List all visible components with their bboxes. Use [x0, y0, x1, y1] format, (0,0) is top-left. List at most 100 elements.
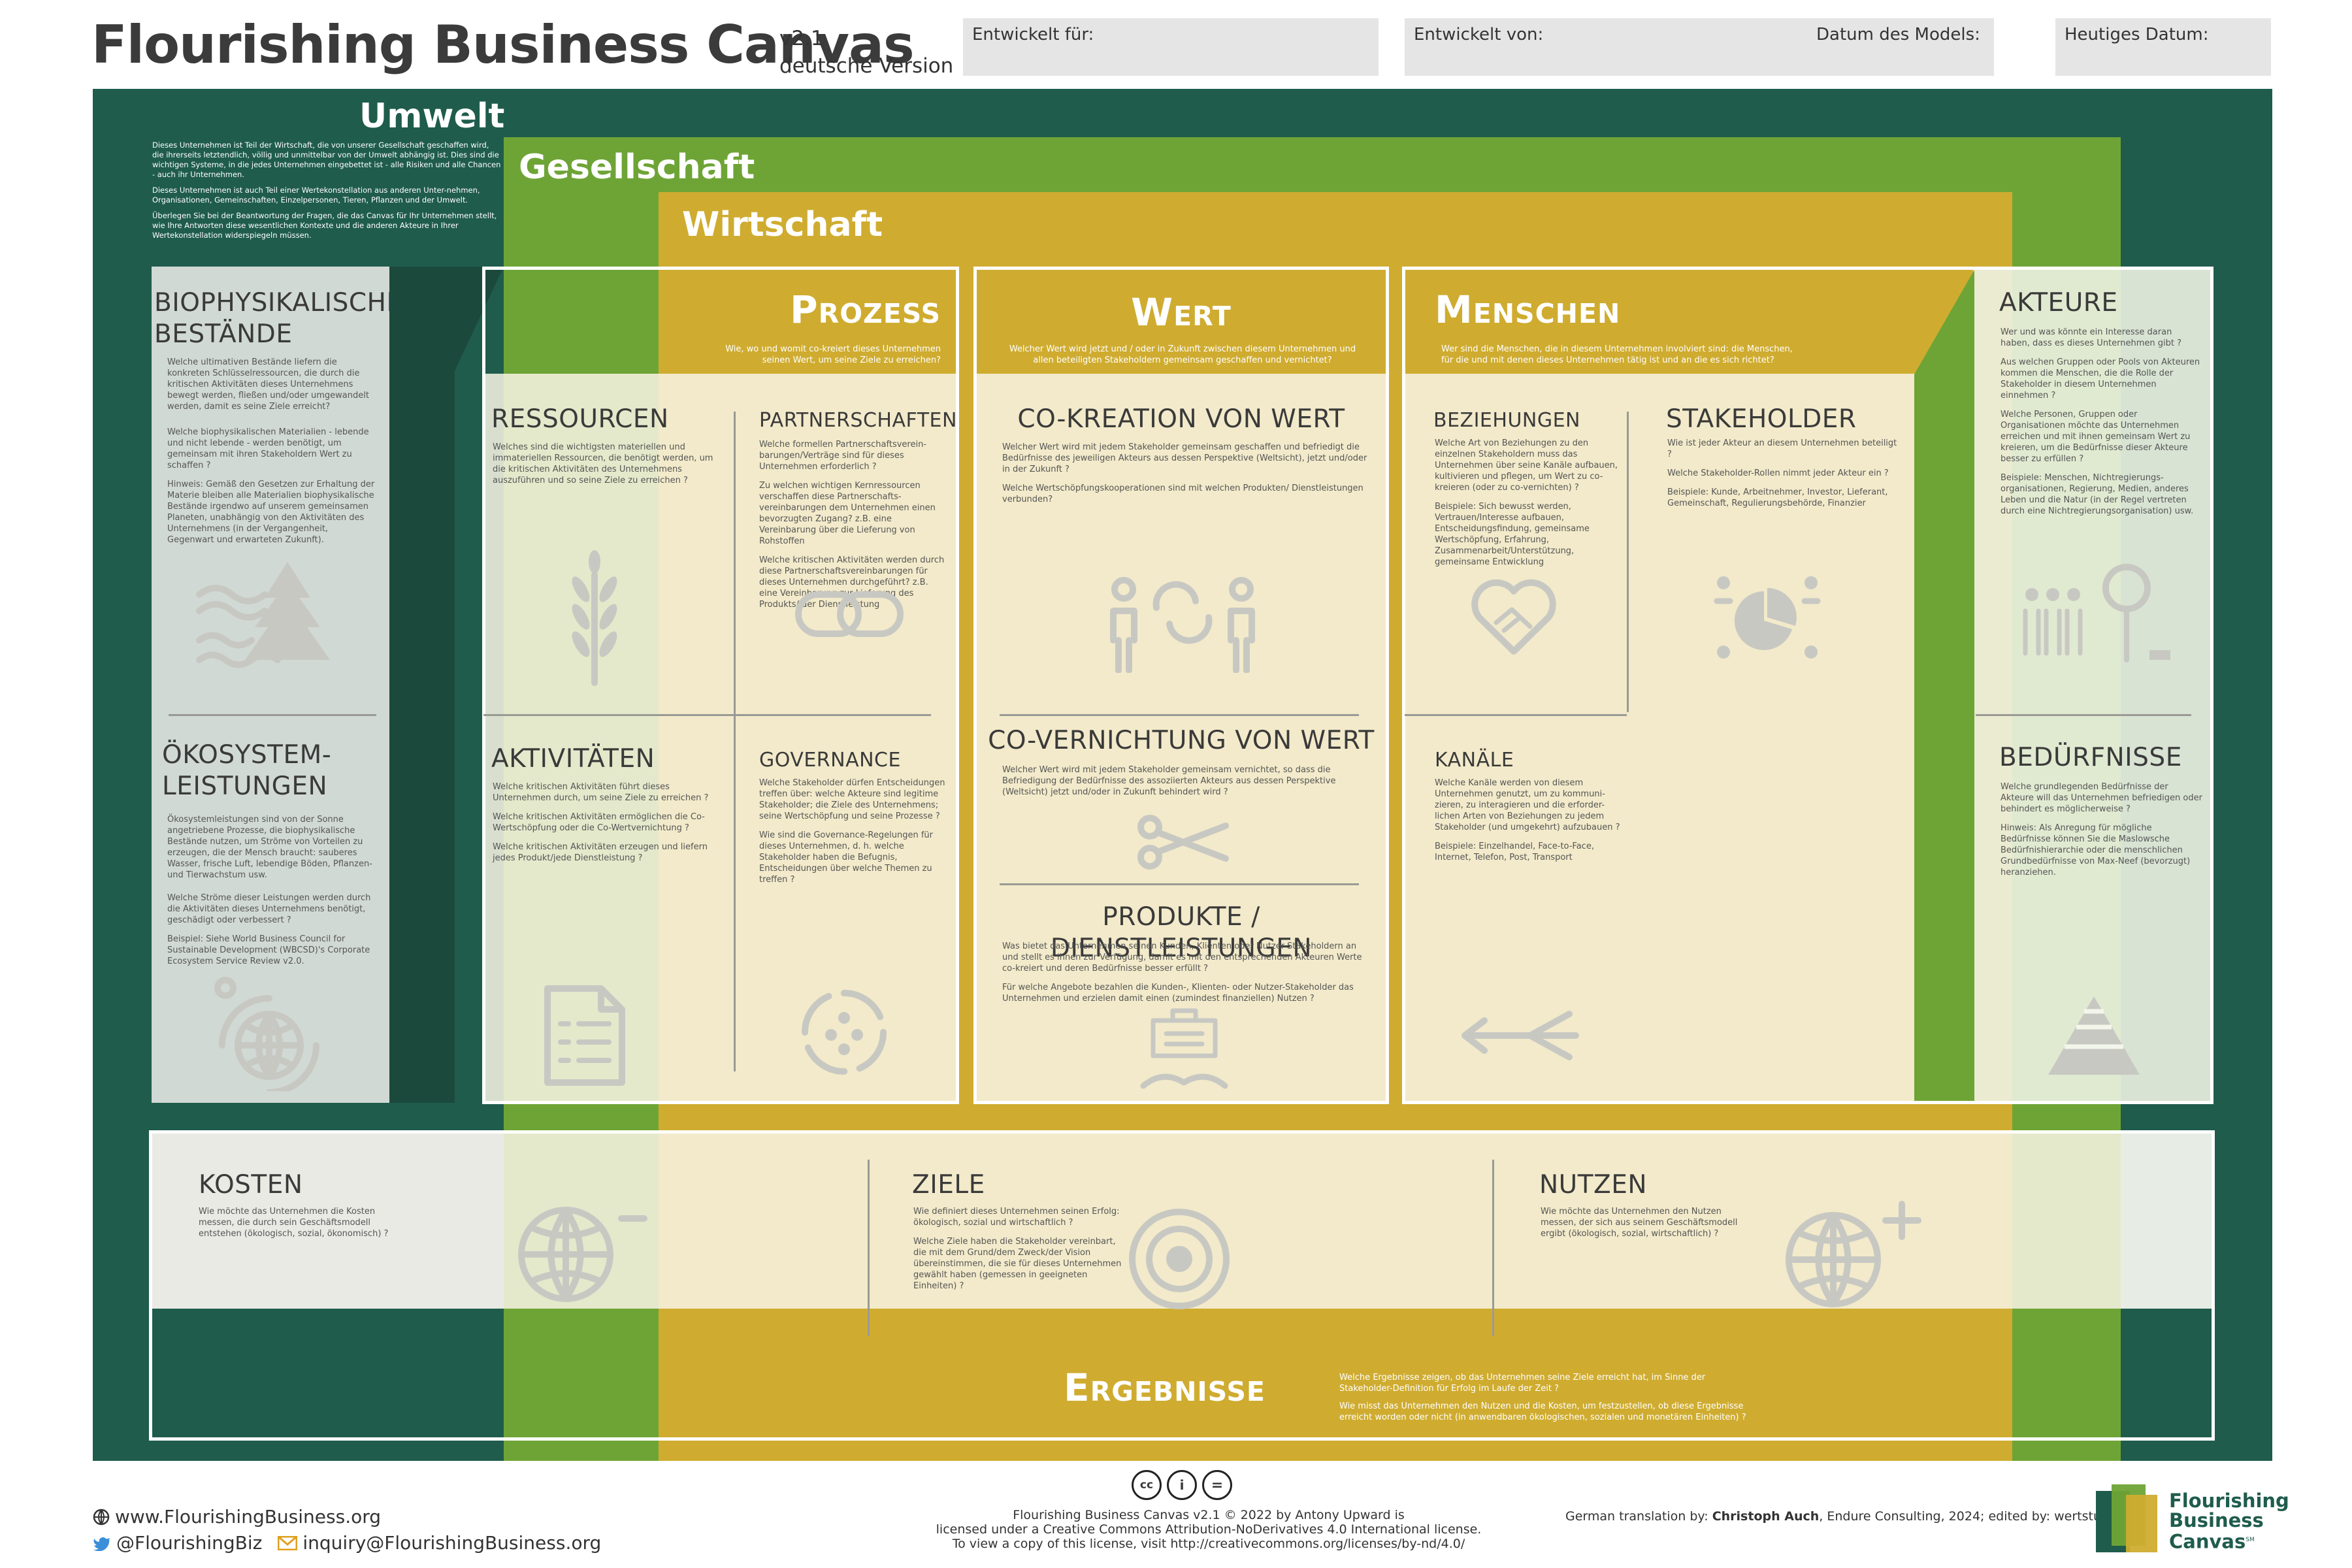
produkte-text: Was bietet das Unternehmen seinen Kunden… — [1002, 941, 1362, 1004]
governance-title: GOVERNANCE — [759, 749, 901, 772]
translation-credit: German translation by: Christoph Auch, E… — [1565, 1509, 2130, 1524]
menschen-question: Wer sind die Menschen, die in diesem Unt… — [1441, 344, 1793, 365]
field-developed-for[interactable]: Entwickelt für: — [963, 18, 1379, 76]
contact-row: @FlourishingBiz inquiry@FlourishingBusin… — [93, 1532, 601, 1554]
channels-arrows-icon — [1462, 1011, 1579, 1060]
nutzen-title: NUTZEN — [1539, 1170, 1648, 1200]
attribution-icon: i — [1167, 1470, 1197, 1500]
beziehungen-title: BEZIEHUNGEN — [1433, 409, 1580, 432]
oeko-title: ÖKOSYSTEM-LEISTUNGEN — [162, 740, 332, 801]
wert-panel — [977, 374, 1386, 1101]
kosten-text: Wie möchte das Unternehmen die Kosten me… — [199, 1207, 389, 1239]
wert-title: Wert — [1131, 290, 1232, 335]
governance-cycle-icon — [802, 990, 887, 1075]
scissors-icon — [1137, 815, 1229, 870]
version-language: deutsche Version — [779, 54, 954, 78]
kanaele-title: KANÄLE — [1435, 749, 1514, 772]
intro-paragraph: Überlegen Sie bei der Beantwortung der F… — [152, 211, 497, 240]
layer-wirtschaft-title: Wirtschaft — [682, 205, 883, 244]
layer-gesellschaft-title: Gesellschaft — [519, 148, 755, 187]
divider — [1405, 714, 1627, 716]
field-developed-by[interactable]: Entwickelt von: — [1405, 18, 1814, 76]
field-model-date[interactable]: Datum des Models: — [1807, 18, 1994, 76]
produkte-title: PRODUKTE / DIENSTLEISTUNGEN — [1050, 902, 1313, 963]
wedge-right — [1914, 270, 1974, 1101]
akteure-panel — [1973, 270, 2210, 1101]
prozess-question: Wie, wo und womit co-kreiert dieses Unte… — [725, 344, 941, 365]
canvas-title: Flourishing Business Canvas — [91, 14, 915, 75]
wert-frame — [973, 267, 1389, 1104]
divider — [1976, 714, 2191, 716]
ergebnisse-question: Welche Ergebnisse zeigen, ob das Unterne… — [1339, 1373, 1746, 1422]
website-link[interactable]: www.FlourishingBusiness.org — [115, 1506, 382, 1527]
wert-question: Welcher Wert wird jetzt und / oder in Zu… — [1009, 344, 1356, 365]
ressourcen-text: Welches sind die wichtigsten materiellen… — [493, 442, 713, 485]
noderivs-icon: = — [1202, 1470, 1232, 1500]
menschen-title: Menschen — [1435, 287, 1621, 332]
actors-icon — [2023, 564, 2170, 662]
panel-environment — [152, 267, 393, 1103]
nutzen-text: Wie möchte das Unternehmen den Nutzen me… — [1541, 1207, 1738, 1239]
intro-text: Dieses Unternehmen ist Teil der Wirtscha… — [152, 140, 502, 246]
intro-paragraph: Dieses Unternehmen ist Teil der Wirtscha… — [152, 140, 501, 179]
cc-icon: cc — [1132, 1470, 1162, 1500]
divider — [1000, 714, 1359, 716]
fbc-logo-text: Flourishing Business CanvasSM — [2169, 1490, 2289, 1553]
akteure-title: AKTEURE — [1999, 288, 2118, 318]
bottom-panel-right — [2121, 1134, 2212, 1309]
stakeholder-text: Wie ist jeder Akteur an diesem Unternehm… — [1667, 438, 1897, 508]
version-label: v2.1 deutsche Version — [779, 25, 953, 80]
cokreation-text: Welcher Wert wird mit jedem Stakeholder … — [1002, 442, 1367, 504]
ziele-text: Wie definiert dieses Unternehmen seinen … — [913, 1207, 1122, 1291]
oeko-text: Ökosystemleistungen sind von der Sonne a… — [167, 815, 372, 966]
prozess-panel — [485, 374, 956, 1101]
kosten-title: KOSTEN — [199, 1170, 303, 1200]
partner-text: Welche formellen Partnerschaftsverein-ba… — [759, 440, 945, 610]
layer-umwelt-title: Umwelt — [359, 97, 505, 136]
people-exchange-icon — [1110, 577, 1255, 673]
governance-text: Welche Stakeholder dürfen Entscheidungen… — [759, 778, 945, 885]
fbc-logo-icon — [2096, 1484, 2157, 1552]
menschen-panel — [1405, 374, 1915, 1101]
divider — [483, 714, 931, 716]
partner-title: PARTNERSCHAFTEN — [759, 409, 957, 432]
stakeholder-pie-icon — [1714, 576, 1821, 659]
globe-plus-icon — [1786, 1201, 1921, 1307]
ergebnisse-title: Ergebnisse — [1064, 1365, 1266, 1410]
bottom-panel-left — [152, 1134, 504, 1309]
cc-badges: cc i = — [1132, 1470, 1232, 1500]
prozess-title: Prozess — [790, 287, 941, 332]
kanaele-text: Welche Kanäle werden von diesem Unterneh… — [1435, 778, 1620, 862]
handshake-heart-icon — [1471, 579, 1556, 655]
aktivitaeten-title: AKTIVITÄTEN — [491, 744, 655, 774]
beduerfnisse-text: Welche grundlegenden Bedürfnisse der Akt… — [2001, 782, 2202, 877]
globe-cycle-icon — [214, 977, 319, 1091]
pyramid-icon — [2048, 996, 2140, 1075]
divider — [169, 714, 376, 716]
prozess-frame — [482, 267, 959, 1104]
version-number: v2.1 — [779, 27, 824, 50]
globe-minus-icon — [518, 1207, 647, 1302]
email-link[interactable]: inquiry@FlourishingBusiness.org — [302, 1532, 602, 1554]
biophys-text: Welche ultimativen Bestände liefern die … — [167, 357, 375, 545]
menschen-frame — [1402, 267, 2213, 1104]
twitter-link[interactable]: @FlourishingBiz — [116, 1532, 263, 1554]
twitter-icon — [93, 1537, 110, 1551]
cokreation-title: CO-KREATION VON WERT — [1017, 404, 1345, 434]
divider — [1492, 1160, 1494, 1336]
website-row[interactable]: www.FlourishingBusiness.org — [93, 1506, 381, 1527]
product-hands-icon — [1140, 1008, 1228, 1089]
checklist-icon — [544, 985, 625, 1086]
divider — [734, 412, 736, 1071]
aktivitaeten-text: Welche kritischen Aktivitäten führt dies… — [493, 782, 709, 863]
field-today-date[interactable]: Heutiges Datum: — [2055, 18, 2271, 76]
beduerfnisse-title: BEDÜRFNISSE — [1999, 743, 2182, 772]
bottom-frame — [149, 1130, 2215, 1441]
link-icon — [795, 591, 904, 637]
stakeholder-title: STAKEHOLDER — [1666, 404, 1857, 434]
covernichtung-text: Welcher Wert wird mit jedem Stakeholder … — [1002, 765, 1336, 797]
akteure-text: Wer und was könnte ein Interesse daran h… — [2001, 327, 2200, 516]
divider — [1627, 412, 1629, 712]
covernichtung-title: CO-VERNICHTUNG VON WERT — [988, 726, 1375, 755]
